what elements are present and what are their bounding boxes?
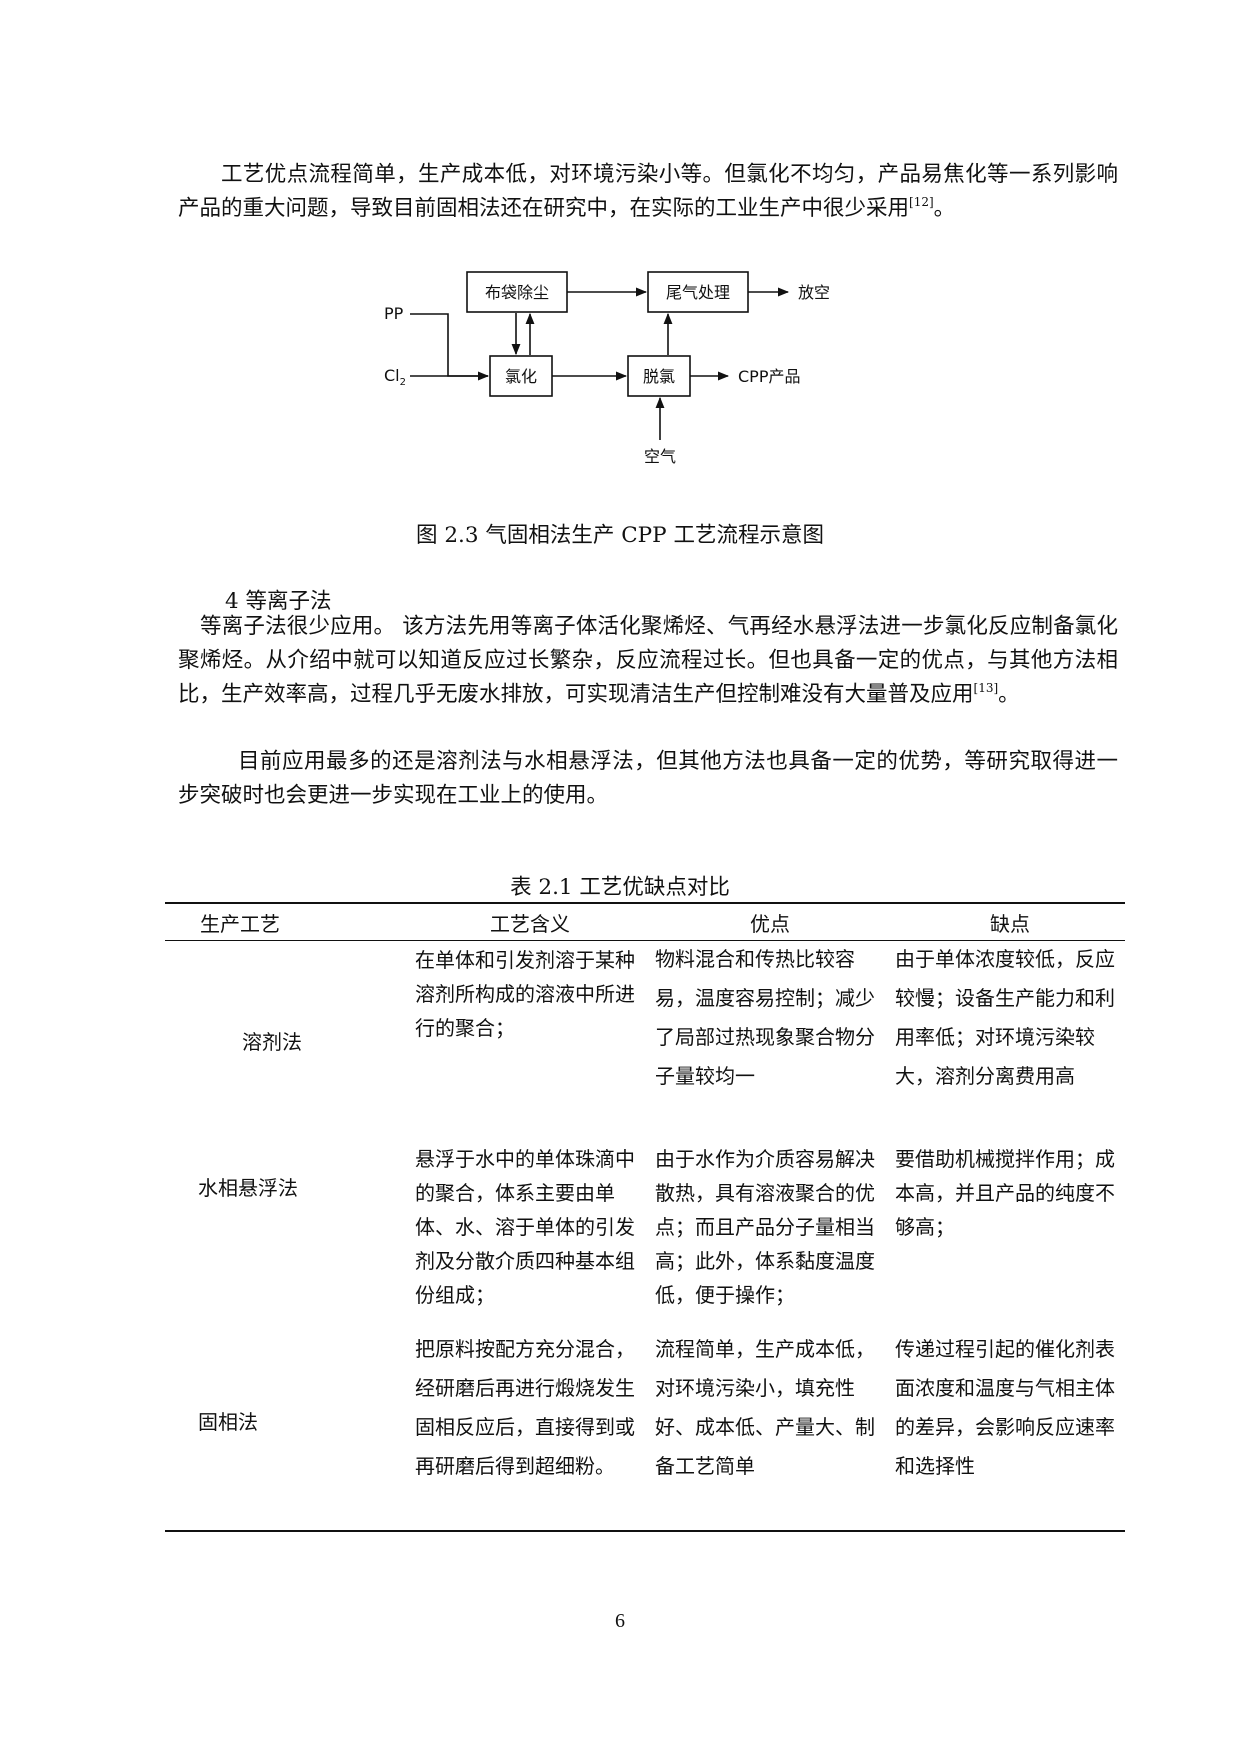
row-cons: 要借助机械搅拌作用；成本高，并且产品的纯度不够高； (895, 1147, 1115, 1239)
chlorination-label: 氯化 (505, 367, 537, 386)
table-caption: 表 2.1 工艺优缺点对比 (510, 875, 730, 900)
table-header-rule (165, 940, 1125, 941)
tail-gas-label: 尾气处理 (666, 283, 730, 302)
section4-p1-text: 等离子法很少应用。 该方法先用等离子体活化聚烯烃、气再经水悬浮法进一步氯化反应制… (178, 614, 1118, 707)
row-pros: 流程简单，生产成本低，对环境污染小，填充性好、成本低、产量大、制备工艺简单 (655, 1337, 875, 1478)
table-header-process: 生产工艺 (200, 912, 280, 936)
row-pros: 物料混合和传热比较容易，温度容易控制；减少了局部过热现象聚合物分子量较均一 (655, 947, 875, 1088)
row-meaning: 悬浮于水中的单体珠滴中的聚合，体系主要由单体、水、溶于单体的引发剂及分散介质四种… (415, 1147, 635, 1307)
intro-paragraph: 工艺优点流程简单，生产成本低，对环境污染小等。但氯化不均匀，产品易焦化等一系列影… (178, 158, 1118, 226)
table-bottom-rule (165, 1530, 1125, 1532)
section4-paragraph-2: 目前应用最多的还是溶剂法与水相悬浮法，但其他方法也具备一定的优势，等研究取得进一… (178, 749, 1118, 808)
figure-caption: 图 2.3 气固相法生产 CPP 工艺流程示意图 (416, 523, 824, 548)
row-process-name: 水相悬浮法 (198, 1176, 298, 1200)
intro-tail: 。 (933, 196, 956, 221)
table-header-cons: 缺点 (990, 912, 1030, 936)
page-number: 6 (615, 1610, 625, 1632)
citation-13: [13] (973, 681, 999, 695)
row-process-name: 溶剂法 (242, 1030, 302, 1054)
bag-filter-label: 布袋除尘 (485, 283, 549, 302)
intro-text: 工艺优点流程简单，生产成本低，对环境污染小等。但氯化不均匀，产品易焦化等一系列影… (178, 162, 1118, 221)
row-meaning: 把原料按配方充分混合，经研磨后再进行煅烧发生固相反应后，直接得到或再研磨后得到超… (415, 1337, 635, 1478)
row-cons: 由于单体浓度较低，反应较慢；设备生产能力和利用率低；对环境污染较大，溶剂分离费用… (895, 947, 1115, 1088)
vent-label: 放空 (798, 283, 830, 302)
table-top-rule (165, 902, 1125, 904)
row-meaning: 在单体和引发剂溶于某种溶剂所构成的溶液中所进行的聚合； (415, 948, 635, 1040)
citation-12: [12] (909, 195, 934, 209)
cl-label: Cl2 (384, 366, 406, 388)
section-heading: 4 等离子法 (225, 589, 332, 614)
row-process-name: 固相法 (198, 1410, 258, 1434)
dechlorination-label: 脱氯 (643, 367, 675, 386)
row-cons: 传递过程引起的催化剂表面浓度和温度与气相主体的差异，会影响反应速率和选择性 (895, 1337, 1115, 1478)
row-pros: 由于水作为介质容易解决散热，具有溶液聚合的优点；而且产品分子量相当高；此外，体系… (655, 1147, 875, 1307)
section4-paragraph-1: 等离子法很少应用。 该方法先用等离子体活化聚烯烃、气再经水悬浮法进一步氯化反应制… (178, 610, 1118, 712)
product-label: CPP产品 (738, 367, 800, 386)
process-flow-diagram: 布袋除尘 尾气处理 氯化 脱氯 PP Cl2 放空 CPP产品 空气 (384, 271, 830, 466)
table-header-meaning: 工艺含义 (490, 912, 570, 936)
pp-feed-line (410, 313, 490, 381)
air-label: 空气 (644, 447, 676, 466)
section4-p1-tail: 。 (998, 682, 1020, 707)
table-header-pros: 优点 (750, 912, 790, 936)
pp-label: PP (384, 304, 404, 323)
